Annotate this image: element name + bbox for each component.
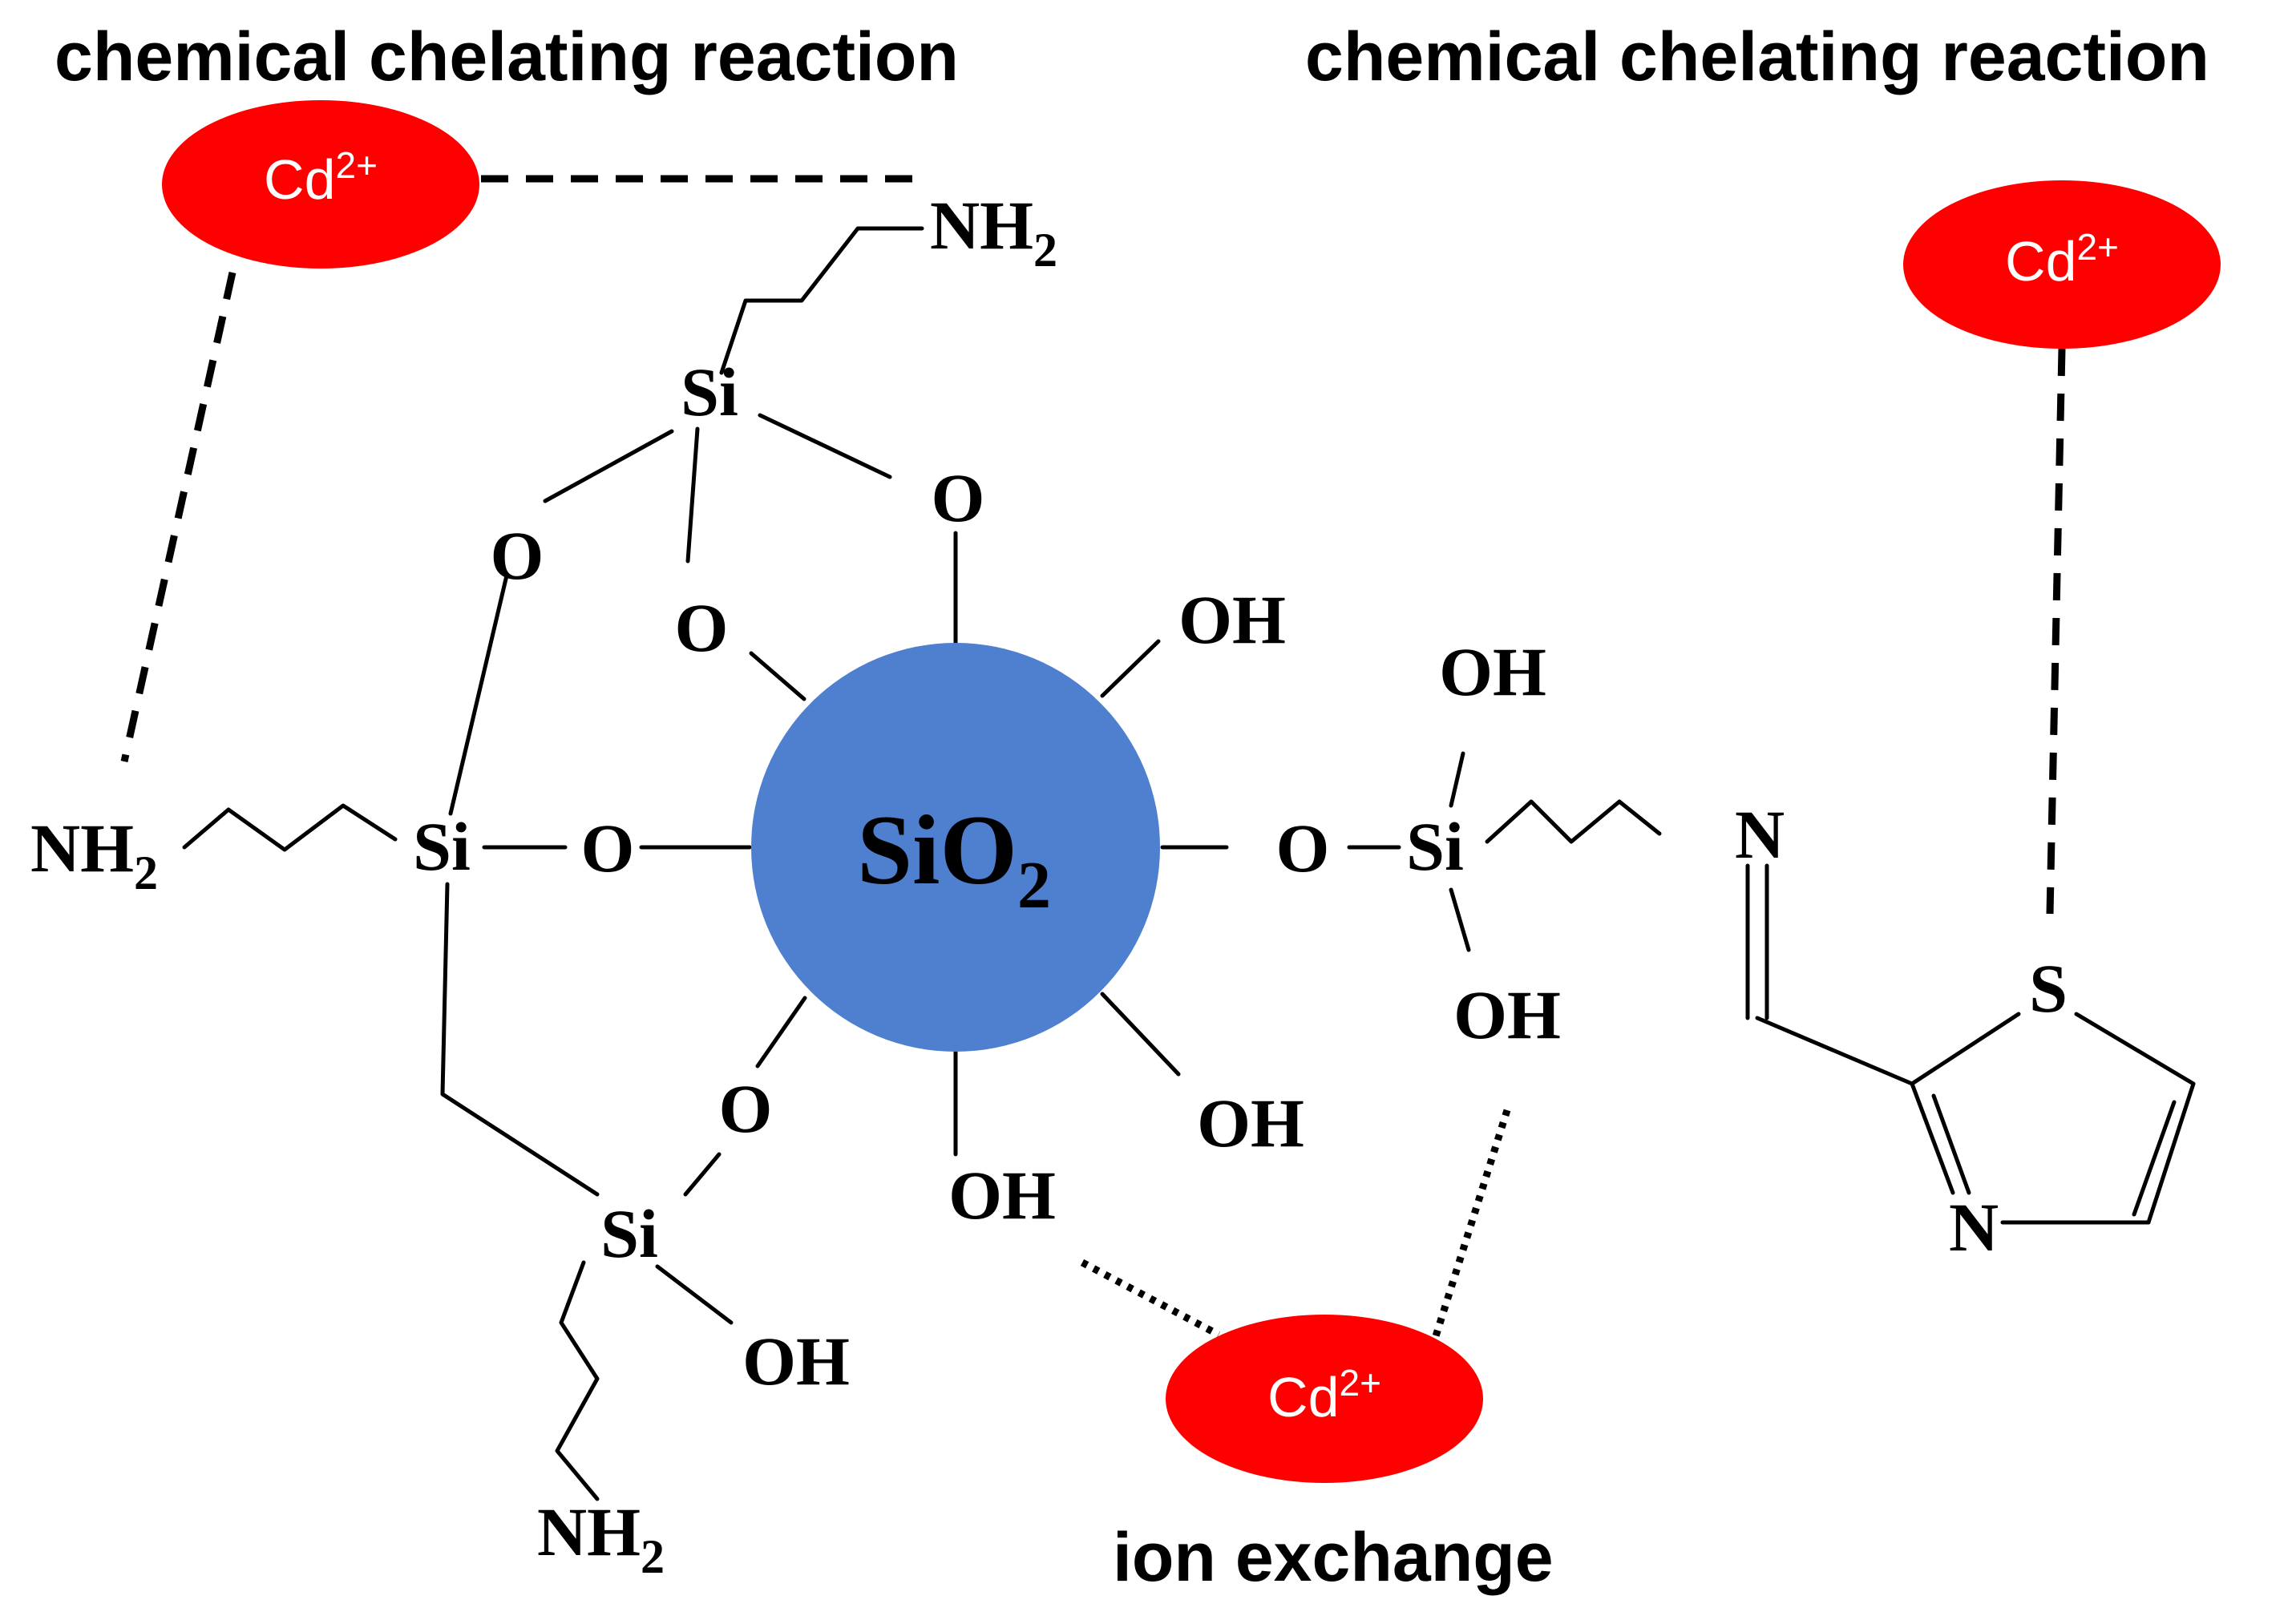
cd-ion-bottom-ellipse	[1166, 1315, 1483, 1483]
chelation-line-cd-to-nh2-left	[120, 272, 236, 762]
interaction-lines	[120, 175, 2066, 1340]
atom-oh-core-bottom: OH	[948, 1157, 1056, 1234]
atom-nh2-top: NH2	[930, 187, 1057, 277]
cd-ion-top-right: Cd2+	[1903, 180, 2221, 349]
silica-core-label: SiO2	[857, 795, 1051, 923]
cd-ion-top-left-label: Cd2+	[264, 144, 378, 211]
atom-n-thiazole: N	[1949, 1189, 1999, 1266]
caption-chelating-left: chemical chelating reaction	[55, 18, 959, 95]
atom-si-top: Si	[681, 353, 738, 430]
atom-o-upper-left: O	[675, 589, 729, 666]
silica-core-circle	[751, 643, 1160, 1052]
cd-ion-bottom-label: Cd2+	[1267, 1362, 1381, 1428]
atom-oh-core-lower-right: OH	[1197, 1085, 1304, 1161]
cd-ion-top-right-ellipse	[1903, 180, 2221, 349]
atom-oh-bottom-si: OH	[742, 1323, 850, 1400]
exchange-line-sioh-to-cd	[1431, 1109, 1511, 1340]
exchange-line-oh-to-cd	[1080, 1259, 1221, 1338]
atom-n-imine: N	[1735, 796, 1785, 873]
atom-o-left: O	[581, 810, 635, 887]
atom-labels: Si Si Si Si O O O O O O OH OH OH OH OH O…	[30, 187, 2068, 1583]
atom-o-top-left: O	[491, 517, 544, 594]
atom-si-right: Si	[1406, 808, 1464, 885]
chelation-line-cd-to-s	[2046, 348, 2066, 915]
atom-nh2-left: NH2	[30, 810, 158, 899]
caption-chelating-right: chemical chelating reaction	[1305, 18, 2209, 95]
caption-ion-exchange: ion exchange	[1113, 1519, 1554, 1596]
atom-oh-right-si-bottom: OH	[1453, 976, 1561, 1053]
atom-oh-core-upper-right: OH	[1178, 581, 1286, 658]
cd-ion-top-right-label: Cd2+	[2005, 226, 2119, 293]
bonds	[182, 226, 2196, 1501]
atom-nh2-bottom: NH2	[537, 1493, 665, 1583]
atom-o-right: O	[1276, 810, 1330, 887]
atom-o-lower-left: O	[719, 1070, 773, 1147]
atom-o-top-right: O	[932, 459, 985, 536]
atom-si-bottom: Si	[600, 1195, 658, 1272]
cd-ion-top-left: Cd2+	[162, 100, 479, 269]
silica-core: SiO2	[751, 643, 1160, 1052]
atom-oh-right-si-top: OH	[1439, 633, 1546, 710]
cd-ion-bottom: Cd2+	[1166, 1315, 1483, 1483]
atom-si-left: Si	[413, 808, 471, 885]
atom-s-thiazole: S	[2029, 950, 2068, 1027]
cd-ion-top-left-ellipse	[162, 100, 479, 269]
